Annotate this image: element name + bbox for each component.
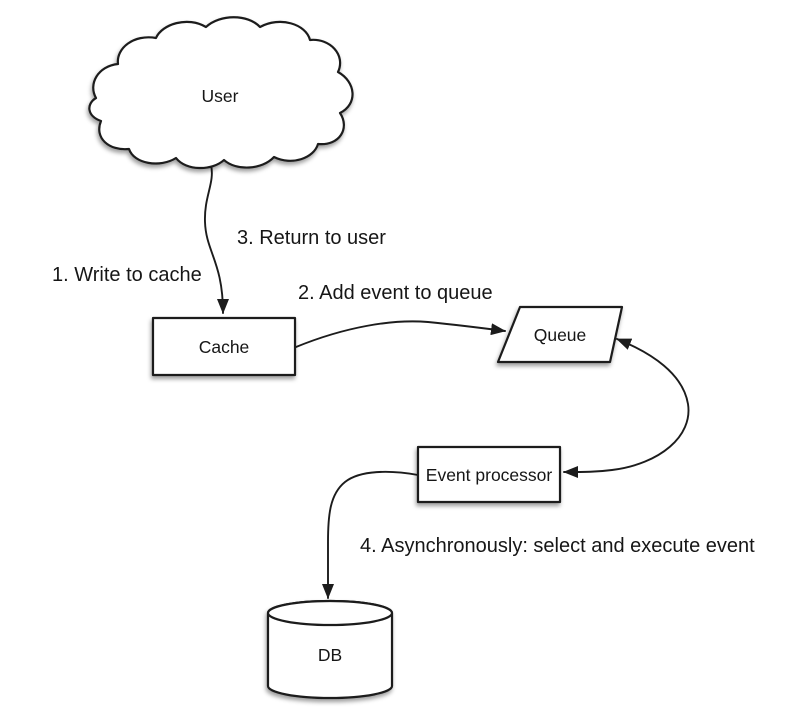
event-processor-box-shape: [416, 445, 562, 504]
edge-processor-to-db: [322, 470, 419, 599]
queue-parallelogram-shape: [496, 305, 624, 364]
cache-box-shape: [151, 316, 297, 377]
user-node-label: User: [202, 86, 239, 106]
edge-cache-to-queue: [295, 320, 506, 348]
db-node-label: DB: [318, 645, 342, 665]
event-processor-node-label: Event processor: [426, 465, 553, 485]
step3-return-to-user-label: 3. Return to user: [237, 227, 386, 249]
queue-node-label: Queue: [534, 325, 587, 345]
db-cylinder-top: [266, 599, 394, 627]
step2-add-event-to-queue-label: 2. Add event to queue: [298, 282, 493, 304]
step4-asynchronously-label: 4. Asynchronously: select and execute ev…: [360, 535, 755, 557]
cache-node-label: Cache: [199, 337, 250, 357]
step1-write-to-cache-label: 1. Write to cache: [52, 264, 202, 286]
edge-user-to-cache: [204, 164, 229, 314]
db-cylinder-shape: [266, 599, 394, 700]
edge-queue-processor-bidirectional: [563, 338, 690, 478]
user-cloud-shape: [88, 16, 354, 170]
